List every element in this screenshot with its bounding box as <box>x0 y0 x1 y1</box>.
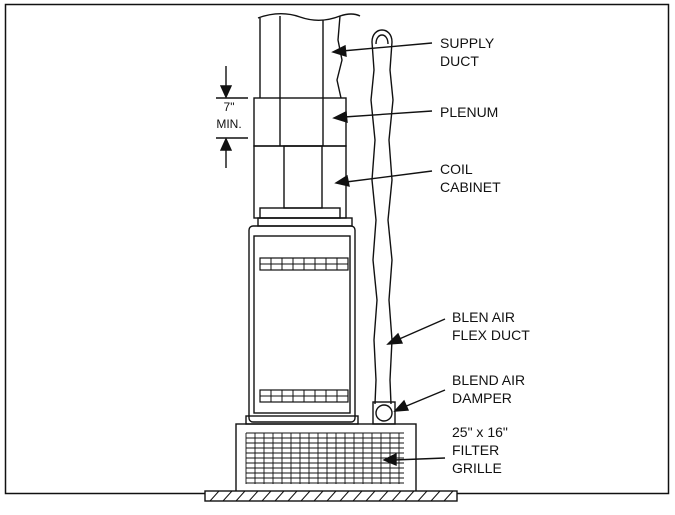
drawing-stroke <box>300 490 311 502</box>
furnace-cabinet <box>245 225 359 425</box>
floor-slab <box>204 490 458 502</box>
dimension-value: 7" <box>224 100 235 114</box>
drawing-stroke <box>287 490 298 502</box>
drawing-stroke <box>209 490 220 502</box>
drawing-stroke <box>378 490 389 502</box>
label-damper: BLEND AIR DAMPER <box>452 372 529 406</box>
drawing-stroke <box>274 490 285 502</box>
label-filter-grille: 25" x 16" FILTER GRILLE <box>452 424 512 476</box>
drawing-stroke <box>404 490 415 502</box>
furnace-louver-lower <box>259 389 349 403</box>
furnace-louver-upper <box>259 257 349 271</box>
drawing-stroke <box>222 490 233 502</box>
drawing-stroke <box>352 490 363 502</box>
drawing-stroke <box>326 490 337 502</box>
leader-lines <box>331 42 446 467</box>
drawing-stroke <box>261 490 272 502</box>
drawing-stroke <box>235 490 246 502</box>
label-supply-duct: SUPPLY DUCT <box>440 35 498 69</box>
filter-grille <box>245 432 404 484</box>
dimension-7in-min <box>216 66 248 168</box>
drawing-stroke <box>391 490 402 502</box>
blend-air-damper <box>372 401 396 425</box>
drawing-stroke <box>313 490 324 502</box>
supply-duct <box>257 13 361 99</box>
plenum <box>253 97 347 147</box>
drawing-stroke <box>430 490 441 502</box>
coil-cabinet <box>253 145 353 227</box>
label-flex-duct: BLEN AIR FLEX DUCT <box>452 309 530 343</box>
drawing-stroke <box>339 490 350 502</box>
label-coil-cabinet: COIL CABINET <box>440 161 501 195</box>
drawing-stroke <box>443 490 454 502</box>
drawing-stroke <box>248 490 259 502</box>
drawing-stroke <box>365 490 376 502</box>
floor-hatching <box>209 490 454 502</box>
drawing-stroke <box>417 490 428 502</box>
label-plenum: PLENUM <box>440 104 498 120</box>
blend-air-flex-duct <box>370 29 394 405</box>
dimension-unit: MIN. <box>216 117 241 131</box>
